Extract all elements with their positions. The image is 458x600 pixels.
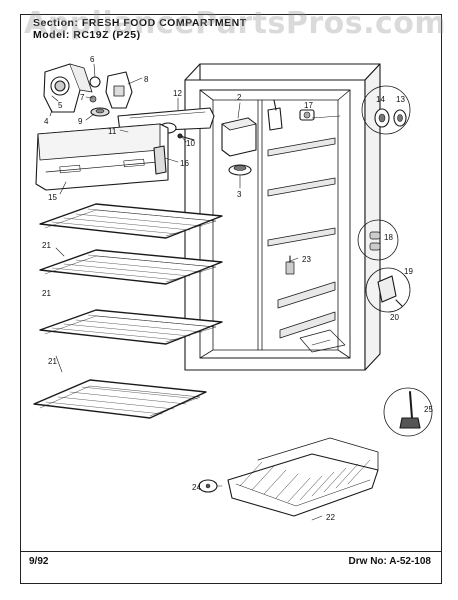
model-title: Model: RC19Z (P25) [33,29,141,41]
callout-7: 7 [80,93,85,102]
callout-10: 10 [186,139,195,148]
callout-3: 3 [237,190,242,199]
control-panel [35,123,169,191]
callout-12: 12 [173,89,182,98]
door-hinge-parts [299,85,411,135]
drawing-number: A-52-108 [389,556,431,567]
drawing-label: Drw No: [348,556,387,567]
callout-4: 4 [44,117,49,126]
model-label: Model: [33,29,70,41]
callout-18: 18 [384,233,393,242]
callout-8: 8 [144,75,149,84]
leveling-leg [383,387,433,437]
callout-11: 11 [108,127,117,136]
model-value: RC19Z (P25) [73,29,141,41]
callout-6: 6 [90,55,95,64]
callout-21-upper: 21 [42,241,51,250]
callout-13: 13 [396,95,405,104]
callout-14: 14 [376,95,385,104]
callout-20: 20 [390,313,399,322]
section-label: Section: [33,17,79,29]
callout-21-lower: 21 [48,357,57,366]
wire-shelves [33,203,223,419]
callout-5: 5 [58,101,63,110]
callout-24: 24 [192,483,201,492]
leader-lines [49,63,341,521]
callout-2: 2 [237,93,242,102]
shelf-support-parts [285,219,411,313]
callout-15: 15 [48,193,57,202]
section-title: Section: FRESH FOOD COMPARTMENT [33,17,247,29]
callout-23: 23 [302,255,311,264]
callout-21-middle: 21 [42,289,51,298]
section-value: FRESH FOOD COMPARTMENT [81,17,247,29]
footer-date: 9/92 [29,556,49,567]
callout-9: 9 [78,117,83,126]
part-callouts: 2 3 4 5 6 7 8 9 10 11 12 13 14 15 16 17 … [42,55,433,522]
callout-19: 19 [404,267,413,276]
callout-17: 17 [304,101,313,110]
wire-basket [198,437,379,517]
callout-22: 22 [326,513,335,522]
footer-drawing-number: Drw No: A-52-108 [349,556,431,567]
thermostat-parts [221,99,283,176]
callout-25: 25 [424,405,433,414]
callout-16: 16 [180,159,189,168]
footer-divider [21,551,441,552]
